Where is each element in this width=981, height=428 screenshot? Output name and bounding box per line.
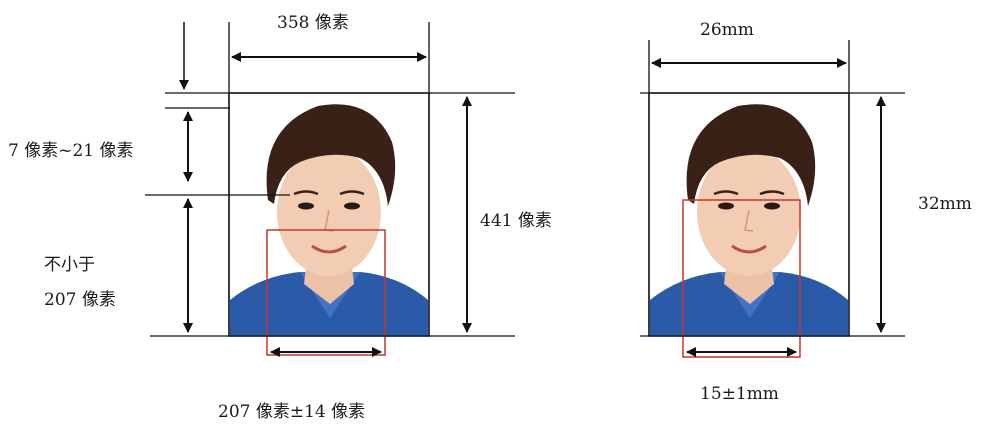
left-photo-figure xyxy=(145,22,515,357)
right-face-width-label: 15±1mm xyxy=(700,384,779,404)
left-face-width-label: 207 像素±14 像素 xyxy=(218,402,366,422)
right-width-label: 26mm xyxy=(700,20,754,40)
right-photo-figure xyxy=(640,40,905,358)
left-height-label: 441 像素 xyxy=(480,211,552,231)
left-portrait xyxy=(228,92,430,337)
left-head-gap-label: 7 像素~21 像素 xyxy=(8,141,134,161)
right-face-frame xyxy=(682,199,801,358)
left-eye-chin-label-line2: 207 像素 xyxy=(44,290,116,310)
left-eye-chin-label-line1: 不小于 xyxy=(44,255,95,275)
right-height-label: 32mm xyxy=(918,194,972,214)
right-portrait xyxy=(648,92,850,337)
left-width-label: 358 像素 xyxy=(277,13,349,33)
